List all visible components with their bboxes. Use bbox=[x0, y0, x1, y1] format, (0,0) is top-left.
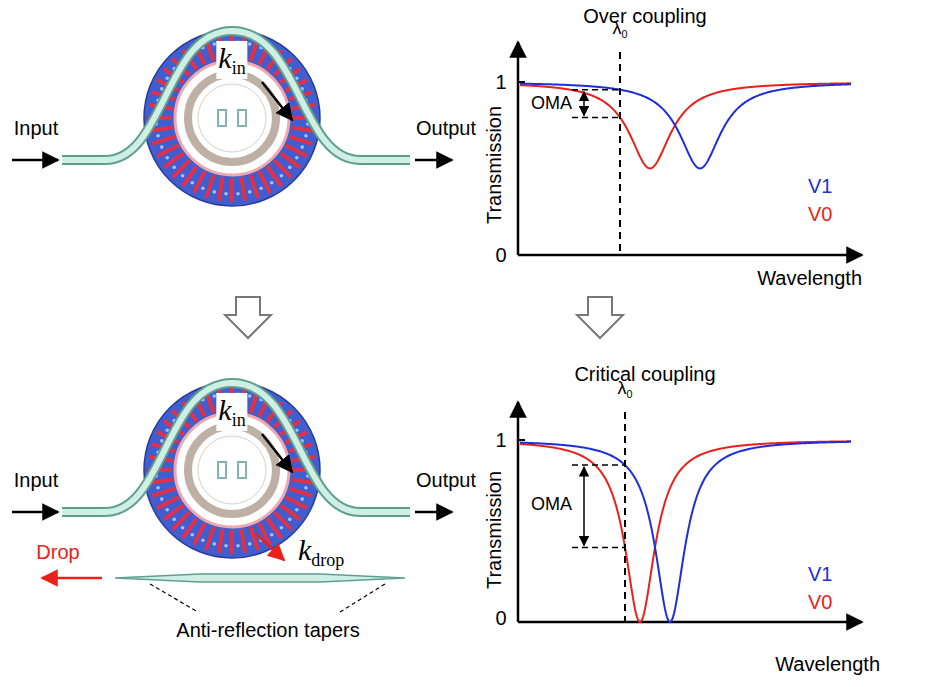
wavelength-marker: λ0 bbox=[617, 379, 632, 401]
chart-title: Critical coupling bbox=[574, 363, 715, 385]
wavelength-marker: λ0 bbox=[612, 19, 627, 41]
oma-label: OMA bbox=[531, 495, 572, 515]
axis-tick: 0 bbox=[495, 244, 506, 266]
axis-title: Wavelength bbox=[775, 653, 880, 675]
ring-resonator bbox=[144, 30, 320, 206]
drop-waveguide bbox=[115, 574, 405, 582]
chart-title: Over coupling bbox=[583, 5, 706, 27]
axis-tick: 0 bbox=[495, 607, 506, 629]
coupling-coefficient: kin bbox=[216, 41, 247, 79]
voltage-label: V1 bbox=[808, 175, 832, 197]
voltage-label: V0 bbox=[808, 591, 832, 613]
top-device bbox=[12, 30, 452, 206]
axis-tick: 1 bbox=[495, 71, 506, 93]
transmission-chart bbox=[518, 42, 862, 255]
port-label: Input bbox=[14, 117, 58, 139]
axis-tick: 1 bbox=[495, 429, 506, 451]
axis-title: Transmission bbox=[483, 471, 505, 589]
coupling-coefficient: kdrop bbox=[298, 533, 344, 571]
annotation: Anti-reflection tapers bbox=[176, 619, 359, 641]
voltage-label: V1 bbox=[808, 563, 832, 585]
down-arrow bbox=[577, 297, 623, 338]
oma-label: OMA bbox=[531, 94, 572, 114]
down-arrow bbox=[225, 297, 271, 338]
port-label: Output bbox=[416, 469, 476, 491]
bottom-device bbox=[12, 382, 452, 612]
port-label: Output bbox=[416, 117, 476, 139]
ring-resonator bbox=[144, 382, 320, 558]
axis-title: Wavelength bbox=[757, 267, 862, 289]
port-label: Input bbox=[14, 469, 58, 491]
coupling-coefficient: kin bbox=[216, 393, 247, 431]
port-label: Drop bbox=[36, 541, 79, 563]
transmission-chart bbox=[518, 402, 862, 622]
axis-title: Transmission bbox=[483, 106, 505, 224]
voltage-label: V0 bbox=[808, 203, 832, 225]
